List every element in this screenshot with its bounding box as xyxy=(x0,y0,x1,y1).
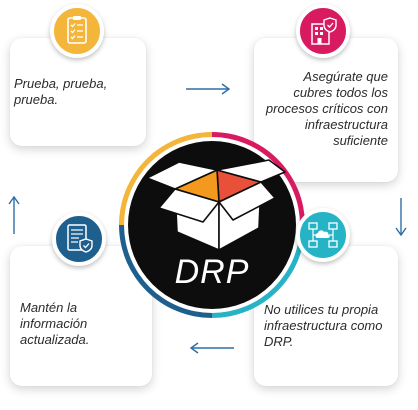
card-bottom-left-text: Mantén la información actualizada. xyxy=(20,300,90,347)
card-bottom-left xyxy=(10,246,152,386)
arrow-up xyxy=(8,195,20,234)
arrow-right xyxy=(186,83,231,95)
drp-ring xyxy=(119,132,305,318)
drp-label: DRP xyxy=(174,253,250,291)
card-bottom-right-text: No utilices tu propia infraestructura co… xyxy=(264,302,383,349)
secure-building-icon xyxy=(296,4,350,58)
card-top-right xyxy=(254,38,398,182)
card-top-right-text: Asegúrate que cubres todos los procesos … xyxy=(265,69,388,148)
drp-center-circle: DRP xyxy=(119,132,305,318)
checklist-icon xyxy=(50,4,104,58)
arrow-down xyxy=(395,198,407,237)
secure-document-icon xyxy=(52,212,106,266)
arrow-left xyxy=(189,342,234,354)
open-box-icon xyxy=(146,159,286,251)
cloud-network-icon xyxy=(296,208,350,262)
card-top-left-text: Prueba, prueba, prueba. xyxy=(14,76,108,107)
